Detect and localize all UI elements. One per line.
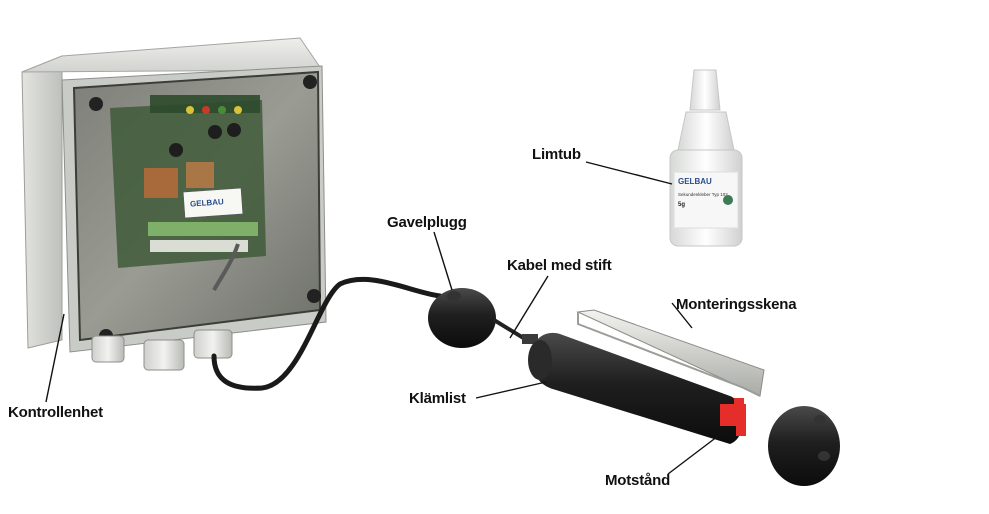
- label-monteringsskena: Monteringsskena: [676, 296, 797, 313]
- leader-monteringsskena: [671, 302, 693, 329]
- cable-with-pin: [492, 318, 538, 344]
- tube-text: Sekundenkleber Typ 102: [678, 192, 728, 197]
- label-kabel-med-stift: Kabel med stift: [507, 257, 612, 274]
- resistor: [720, 398, 746, 436]
- control-box: GELBAU: [21, 37, 327, 353]
- label-gavelplugg: Gavelplugg: [387, 214, 467, 231]
- end-plug: [428, 288, 496, 348]
- label-klamlist: Klämlist: [409, 390, 466, 407]
- label-kontrollenhet: Kontrollenhet: [8, 404, 103, 421]
- leader-limtub: [585, 161, 673, 185]
- cable-glands: [91, 329, 233, 371]
- leader-klamlist: [475, 381, 547, 399]
- glue-tube: GELBAU Sekundenkleber Typ 102 5g: [669, 69, 743, 247]
- box-logo: GELBAU: [190, 197, 225, 208]
- connection-cable: [211, 276, 443, 391]
- leader-kabel: [509, 275, 549, 339]
- leader-gavelplugg: [433, 231, 453, 291]
- tube-logo: GELBAU: [678, 177, 712, 186]
- leader-motstand: [667, 429, 727, 475]
- end-cap: [768, 406, 840, 486]
- label-limtub: Limtub: [532, 146, 581, 163]
- label-motstand: Motstånd: [605, 472, 671, 489]
- clamp-strip: [528, 332, 743, 444]
- leader-lines: [45, 161, 727, 475]
- mounting-rail: [576, 309, 765, 397]
- tube-amount: 5g: [678, 202, 685, 208]
- leader-kontrollenhet: [45, 313, 65, 403]
